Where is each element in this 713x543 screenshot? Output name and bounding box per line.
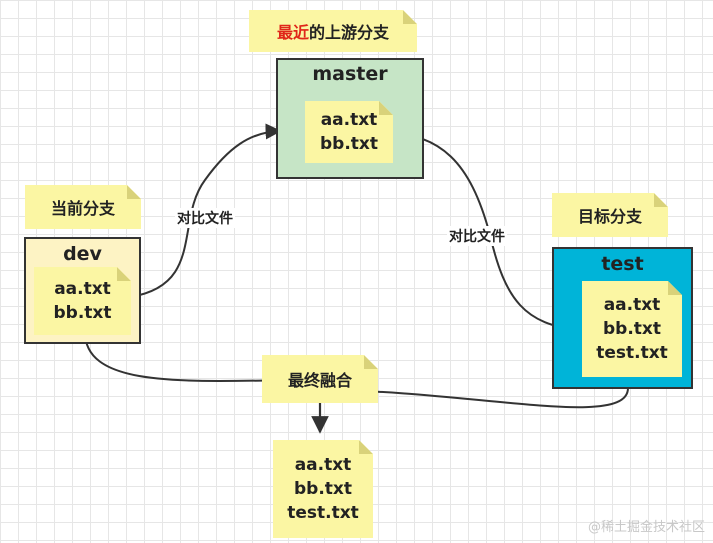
dev-to-master-arrow bbox=[129, 123, 282, 298]
dev-branch-box: dev aa.txt bb.txt bbox=[24, 237, 141, 344]
final-merge-note: 最终融合 bbox=[262, 355, 378, 403]
current-branch-note: 当前分支 bbox=[25, 185, 141, 229]
test-to-merge-line bbox=[319, 387, 629, 409]
dev-file: bb.txt bbox=[53, 303, 112, 323]
dev-files-note: aa.txt bb.txt bbox=[34, 267, 131, 335]
current-branch-label: 当前分支 bbox=[50, 199, 115, 218]
test-file: bb.txt bbox=[602, 319, 661, 339]
compare-files-label-left: 对比文件 bbox=[175, 208, 235, 228]
test-branch-name: test bbox=[601, 253, 644, 275]
test-file: aa.txt bbox=[603, 295, 661, 315]
dev-branch-name: dev bbox=[63, 243, 102, 265]
target-branch-label: 目标分支 bbox=[577, 207, 642, 226]
master-branch-box: master aa.txt bb.txt bbox=[276, 58, 424, 179]
result-file: bb.txt bbox=[293, 479, 352, 499]
compare-files-label-right: 对比文件 bbox=[447, 226, 507, 246]
watermark-text: @稀土掘金技术社区 bbox=[587, 520, 705, 535]
result-file: aa.txt bbox=[294, 455, 352, 475]
latest-upstream-note: 最近的上游分支 bbox=[249, 10, 417, 52]
target-branch-note: 目标分支 bbox=[552, 193, 668, 237]
upstream-branch-label: 的上游分支 bbox=[309, 23, 390, 42]
latest-label: 最近 bbox=[276, 23, 309, 42]
merge-result-files-note: aa.txt bb.txt test.txt bbox=[273, 440, 373, 538]
master-files-note: aa.txt bb.txt bbox=[305, 101, 393, 163]
test-file: test.txt bbox=[596, 343, 668, 363]
test-branch-box: test aa.txt bb.txt test.txt bbox=[552, 247, 693, 389]
master-file: aa.txt bbox=[320, 110, 378, 130]
dev-file: aa.txt bbox=[54, 279, 111, 299]
result-file: test.txt bbox=[287, 503, 359, 523]
master-branch-name: master bbox=[312, 63, 388, 85]
final-merge-label: 最终融合 bbox=[287, 371, 352, 390]
test-files-note: aa.txt bb.txt test.txt bbox=[582, 281, 682, 377]
master-file: bb.txt bbox=[319, 134, 378, 154]
